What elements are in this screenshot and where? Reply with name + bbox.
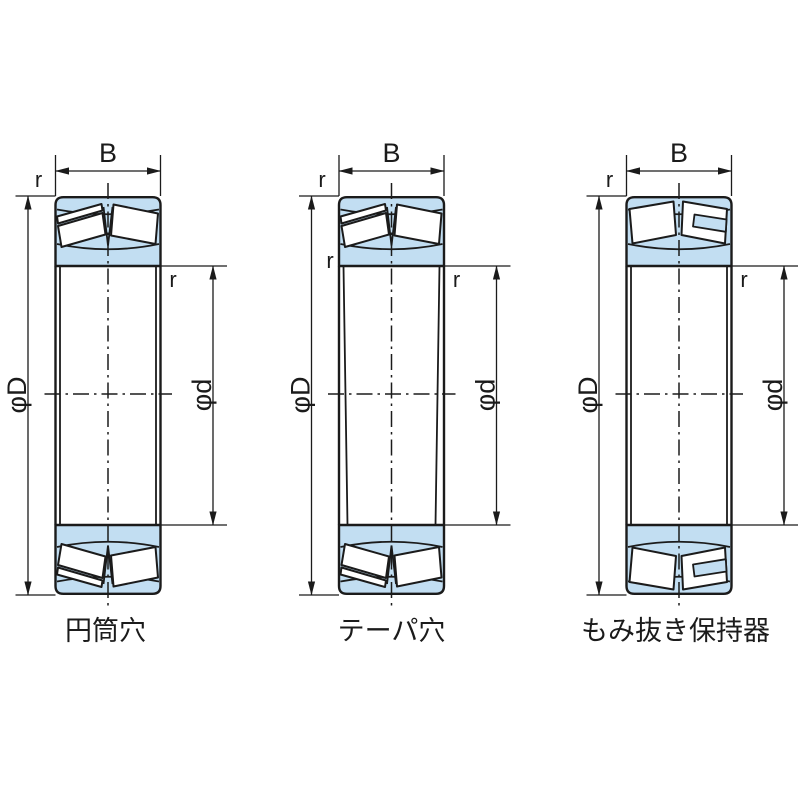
bearing-cylindrical-bore: B r r φD φd 円筒穴	[2, 138, 227, 646]
dim-label-outer-diameter: φD	[573, 376, 603, 413]
bore-walls	[630, 266, 728, 525]
dim-label-width: B	[99, 138, 117, 168]
dim-label-chamfer-inner: r	[169, 267, 176, 292]
width-extension-lines	[338, 155, 445, 196]
bearing-machined-cage: B r r φD φd もみ抜き保持器	[573, 138, 798, 646]
outer-dia-extension-lines	[15, 195, 56, 596]
dim-label-bore-diameter: φd	[758, 379, 788, 412]
dim-label-chamfer-outer: r	[35, 167, 42, 192]
dim-label-chamfer-inner: r	[453, 267, 460, 292]
dim-label-chamfer-outer: r	[318, 167, 325, 192]
dim-label-width: B	[670, 138, 688, 168]
dim-label-outer-diameter: φD	[2, 376, 32, 413]
dim-label-bore-diameter: φd	[471, 379, 501, 412]
ring-side-faces	[54, 266, 162, 525]
dim-label-outer-diameter: φD	[286, 376, 316, 413]
dim-label-chamfer-outer: r	[606, 167, 613, 192]
bearing-tapered-bore: B r r r φD φd テーパ穴	[286, 138, 511, 646]
bore-walls	[59, 266, 157, 525]
width-extension-lines	[625, 155, 733, 196]
outer-dia-extension-lines	[586, 195, 627, 596]
dim-label-chamfer-inner: r	[740, 267, 747, 292]
dim-label-chamfer-taper: r	[326, 248, 333, 273]
ring-side-faces	[625, 266, 733, 525]
dim-label-bore-diameter: φd	[187, 379, 217, 412]
caption-machined-cage: もみ抜き保持器	[581, 616, 770, 646]
outer-dia-extension-lines	[299, 195, 339, 596]
ring-side-faces	[337, 266, 446, 525]
tapered-bore-walls	[342, 265, 441, 526]
caption-tapered-bore: テーパ穴	[338, 616, 446, 646]
width-extension-lines	[54, 155, 162, 196]
dim-label-width: B	[382, 138, 400, 168]
caption-cylindrical-bore: 円筒穴	[65, 616, 146, 646]
